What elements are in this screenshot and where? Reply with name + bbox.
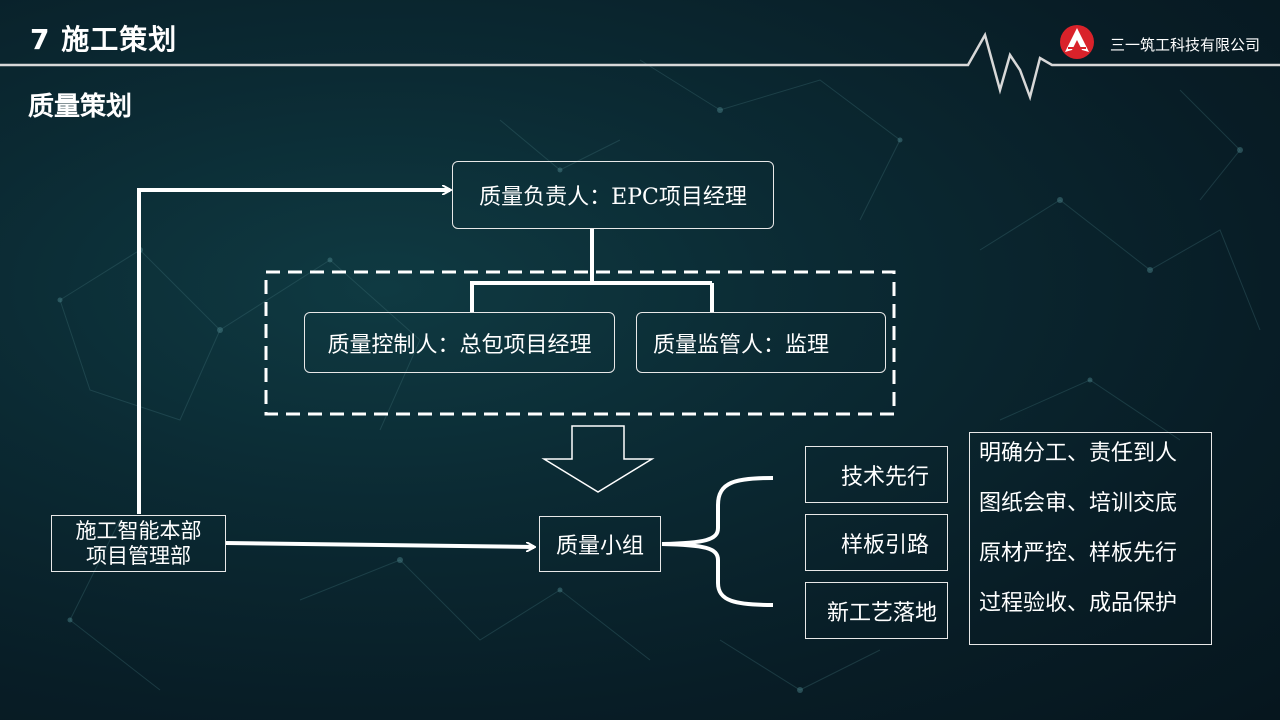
quality-control-label: 质量控制人：总包项目经理 bbox=[327, 332, 592, 358]
branch-box-tech-first: 技术先行 bbox=[805, 446, 948, 503]
connector-dept-to-top bbox=[137, 190, 450, 514]
down-arrow-icon bbox=[541, 425, 655, 493]
dashed-group-border bbox=[264, 270, 896, 416]
company-name: 三一筑工科技有限公司 bbox=[1110, 36, 1261, 54]
dept-line-2: 项目管理部 bbox=[86, 543, 191, 568]
background-network-decoration bbox=[59, 59, 1261, 691]
measure-item: 明确分工、责任到人 bbox=[979, 441, 1178, 466]
quality-lead-label: 质量负责人：EPC项目经理 bbox=[479, 185, 747, 210]
quality-control-box: 质量控制人：总包项目经理 bbox=[304, 312, 615, 373]
connector-top-to-group bbox=[470, 229, 714, 313]
brace-group-to-branches bbox=[661, 476, 774, 607]
branch-box-new-process: 新工艺落地 bbox=[805, 582, 948, 639]
header-separator bbox=[0, 31, 1280, 102]
quality-group-label: 质量小组 bbox=[555, 534, 644, 559]
branch-box-sample-lead: 样板引路 bbox=[805, 514, 948, 571]
branch-label: 新工艺落地 bbox=[826, 600, 937, 626]
branch-label: 技术先行 bbox=[840, 464, 929, 490]
page-title: 7 施工策划 bbox=[30, 23, 178, 56]
dept-line-1: 施工智能本部 bbox=[75, 518, 202, 543]
branch-label: 样板引路 bbox=[840, 532, 929, 558]
measure-item: 过程验收、成品保护 bbox=[979, 591, 1178, 616]
dept-box: 施工智能本部 项目管理部 bbox=[51, 515, 226, 572]
section-title: 质量策划 bbox=[28, 92, 133, 122]
measure-item: 图纸会审、培训交底 bbox=[979, 491, 1178, 516]
quality-supervise-label: 质量监管人：监理 bbox=[653, 332, 830, 358]
quality-supervise-box: 质量监管人：监理 bbox=[636, 312, 886, 373]
measure-item: 原材严控、样板先行 bbox=[979, 541, 1178, 566]
connector-dept-to-group bbox=[225, 541, 534, 547]
quality-lead-box: 质量负责人：EPC项目经理 bbox=[452, 161, 774, 229]
sany-logo-icon bbox=[1060, 25, 1094, 59]
measures-list: 明确分工、责任到人 图纸会审、培训交底 原材严控、样板先行 过程验收、成品保护 bbox=[969, 432, 1212, 645]
quality-group-box: 质量小组 bbox=[539, 516, 661, 572]
